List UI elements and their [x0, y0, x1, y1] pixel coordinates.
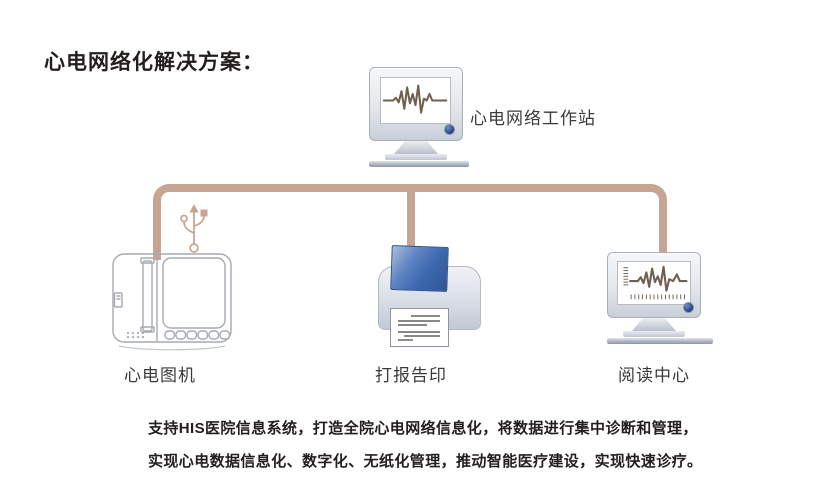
monitor-screen	[380, 77, 451, 124]
connector-bus-line	[153, 184, 667, 260]
power-button-icon	[444, 124, 455, 135]
page-title: 心电网络化解决方案：	[44, 51, 264, 74]
monitor-stand	[394, 141, 438, 154]
monitor-foot	[385, 154, 447, 160]
ecg-waveform-icon	[623, 265, 688, 300]
description-paragraph: 支持HIS医院信息系统，打造全院心电网络信息化，将数据进行集中诊断和管理， 实现…	[148, 419, 708, 485]
monitor-baseplate	[369, 161, 469, 167]
label-ecg-machine: 心电图机	[124, 366, 196, 385]
label-report-printer: 打报告印	[375, 366, 447, 385]
monitor-stand	[632, 318, 676, 331]
printer-tray	[390, 245, 449, 292]
ecg-machine-icon	[112, 253, 232, 351]
ecg-machine-buttons	[164, 330, 231, 340]
monitor-foot	[623, 331, 685, 337]
ecg-waveform-icon	[382, 84, 448, 114]
label-reading-center: 阅读中心	[618, 366, 690, 385]
connector-middle-line	[407, 190, 415, 252]
description-line-2: 实现心电数据信息化、数字化、无纸化管理，推动智能医疗建设，实现快速诊疗。	[148, 453, 703, 470]
printed-report-lines	[398, 315, 440, 341]
chart-ticks	[623, 267, 686, 300]
printer-paper	[390, 308, 449, 347]
usb-icon	[180, 204, 208, 253]
monitor-bezel	[607, 252, 701, 318]
monitor-bezel	[369, 67, 463, 141]
monitor-screen	[617, 261, 691, 305]
workstation-label: 心电网络工作站	[470, 109, 596, 128]
reading-center-monitor	[607, 252, 713, 344]
power-button-icon	[683, 302, 694, 313]
ecg-machine-dots	[126, 331, 145, 339]
workstation-monitor	[369, 67, 469, 167]
description-line-1: 支持HIS医院信息系统，打造全院心电网络信息化，将数据进行集中诊断和管理，	[148, 420, 698, 437]
monitor-baseplate	[607, 338, 713, 344]
